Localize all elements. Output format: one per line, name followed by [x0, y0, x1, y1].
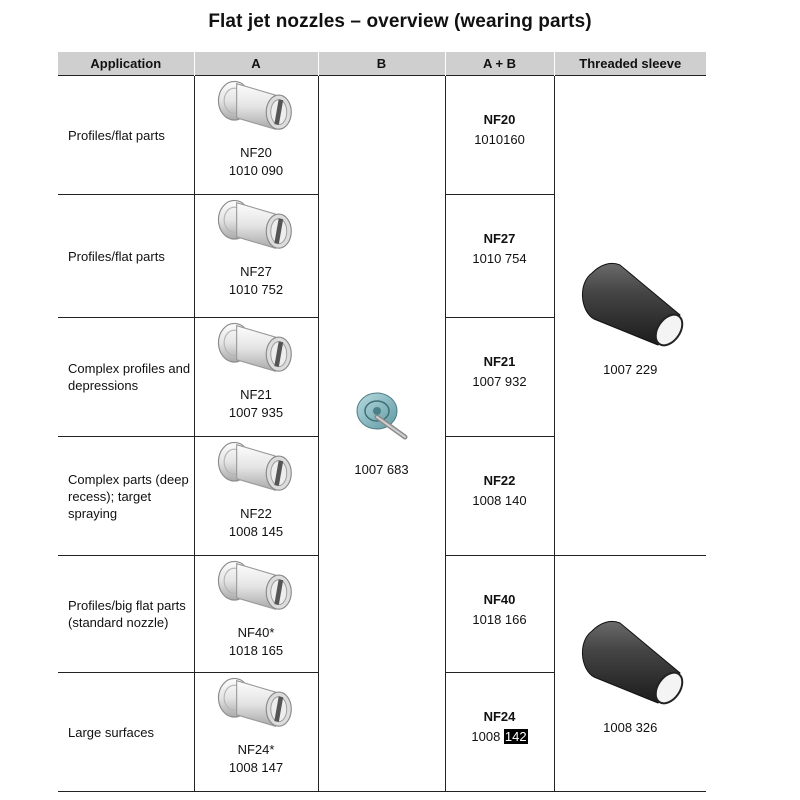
part-ab-cell: NF27 1010 754: [444, 194, 554, 318]
application-cell: Large surfaces: [58, 672, 194, 792]
threaded-sleeve-number: 1007 229: [603, 361, 658, 377]
part-a-cell: NF24* 1008 147: [193, 672, 318, 792]
part-a-code: NF27: [240, 264, 272, 279]
part-ab-cell: NF24 1008 142: [444, 672, 554, 792]
table-row: Profiles/flat parts NF27 1010 752 NF27 1…: [58, 194, 706, 318]
part-a-code: NF21: [240, 387, 272, 402]
nozzle-image: [217, 199, 292, 249]
part-ab-cell: NF20 1010160: [444, 75, 554, 195]
part-a-number: 1018 165: [228, 643, 284, 658]
application-cell: Complex profiles and depressions: [58, 317, 194, 437]
part-a-number: 1007 935: [228, 405, 284, 420]
part-b-cell: 1007 683: [317, 75, 445, 792]
threaded-sleeve-cell: 1007 229: [553, 75, 706, 556]
header-row: Application A B A + B Threaded sleeve: [58, 52, 706, 76]
table-row: Complex profiles and depressions NF21 10…: [58, 317, 706, 437]
part-b-number: 1007 683: [354, 461, 409, 477]
table-row: Large surfaces NF24* 1008 147 NF24 1008 …: [58, 672, 706, 792]
application-cell: Profiles/big flat parts (standard nozzle…: [58, 555, 194, 673]
application-cell: Profiles/flat parts: [58, 75, 194, 195]
part-a-cell: NF21 1007 935: [193, 317, 318, 437]
part-ab-code: NF24: [483, 709, 516, 724]
part-a-cell: NF40* 1018 165: [193, 555, 318, 673]
nozzle-image: [217, 322, 292, 372]
part-ab-cell: NF40 1018 166: [444, 555, 554, 673]
part-a-number: 1010 752: [228, 282, 284, 297]
application-cell: Profiles/flat parts: [58, 194, 194, 318]
part-b-image: [356, 392, 407, 439]
header-a: A: [193, 52, 318, 76]
threaded-sleeve-number: 1008 326: [603, 719, 658, 735]
part-ab-cell: NF21 1007 932: [444, 317, 554, 437]
table-row: Profiles/big flat parts (standard nozzle…: [58, 555, 706, 792]
header-application: Application: [58, 52, 194, 76]
part-ab-number: 1010 754: [472, 251, 527, 266]
threaded-sleeve-image: [582, 262, 684, 346]
part-ab-cell: NF22 1008 140: [444, 436, 554, 556]
header-threaded-sleeve: Threaded sleeve: [553, 52, 706, 76]
part-a-cell: NF22 1008 145: [193, 436, 318, 556]
threaded-sleeve-image: [582, 620, 684, 704]
application-cell: Complex parts (deep recess); target spra…: [58, 436, 194, 556]
threaded-sleeve-cell: 1008 326: [553, 555, 706, 792]
header-b: B: [317, 52, 445, 76]
part-a-number: 1008 147: [228, 760, 284, 775]
part-ab-number-prefix: 1008: [471, 729, 501, 744]
part-a-number: 1008 145: [228, 524, 284, 539]
part-ab-number: 1018 166: [472, 612, 527, 627]
nozzle-table: Application A B A + B Threaded sleeve Pr…: [58, 52, 706, 792]
nozzle-image: [217, 560, 292, 610]
part-ab-number: 1008 142: [446, 727, 554, 747]
part-ab-code: NF40: [483, 592, 516, 607]
header-a-plus-b: A + B: [444, 52, 554, 76]
part-a-cell: NF20 1010 090: [193, 75, 318, 195]
part-ab-code: NF27: [483, 231, 516, 246]
table-row: Profiles/flat parts NF20 1010 090 1007 6…: [58, 75, 706, 792]
part-ab-number: 1007 932: [472, 374, 527, 389]
table-row: Complex parts (deep recess); target spra…: [58, 436, 706, 556]
part-a-code: NF20: [240, 145, 272, 160]
highlighted-text: 142: [503, 729, 528, 744]
part-a-number: 1010 090: [228, 163, 284, 178]
part-a-code: NF22: [240, 506, 272, 521]
part-a-code: NF40*: [237, 625, 275, 640]
part-ab-code: NF21: [483, 354, 516, 369]
part-a-cell: NF27 1010 752: [193, 194, 318, 318]
part-ab-number: 1008 140: [472, 493, 527, 508]
part-ab-number: 1010160: [474, 132, 525, 147]
part-a-code: NF24*: [237, 742, 275, 757]
nozzle-image: [217, 80, 292, 130]
part-ab-code: NF20: [483, 112, 516, 127]
nozzle-image: [217, 441, 292, 491]
page-title: Flat jet nozzles – overview (wearing par…: [208, 11, 592, 32]
nozzle-image: [217, 677, 292, 727]
part-ab-code: NF22: [483, 473, 516, 488]
